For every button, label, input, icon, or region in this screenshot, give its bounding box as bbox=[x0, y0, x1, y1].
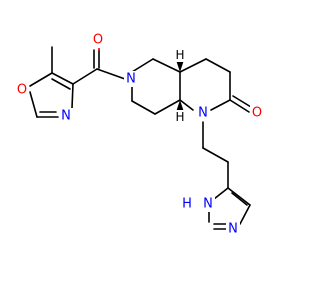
bond-c4-c3 bbox=[205, 58, 231, 73]
stereo-h-lower-label: H bbox=[175, 110, 184, 124]
bond-im-c4-c5 bbox=[227, 187, 251, 206]
bond-carbonyl-ringN bbox=[96, 68, 126, 80]
wedge-upper bbox=[176, 60, 184, 72]
lactam-nitrogen-label: N bbox=[198, 106, 208, 121]
atom-labels: O N O N O N H H H N N bbox=[15, 32, 264, 237]
molecule-canvas: O N O N O N H H H N N bbox=[15, 32, 264, 237]
bond-oxazole-c4-c5-double bbox=[51, 78, 71, 90]
bond-c2-n1 bbox=[210, 99, 231, 111]
bond-n1-c8a bbox=[179, 99, 194, 111]
bond-oxazole-c4-c5 bbox=[51, 72, 74, 85]
imidazole-nh-hydrogen-label: H bbox=[182, 197, 192, 212]
wedge-lower bbox=[176, 100, 184, 112]
bond-oxazole-o1-c2 bbox=[29, 91, 38, 118]
bond-im-c5-n1 bbox=[239, 204, 251, 225]
bond-carbonyl-oxazole bbox=[72, 68, 98, 85]
bond-c8a-c8 bbox=[154, 99, 181, 115]
bond-oxazole-c5-o1 bbox=[29, 72, 53, 87]
bond-c4a-c4 bbox=[179, 58, 207, 73]
oxazole-nitrogen-label: N bbox=[61, 109, 71, 124]
ring-nitrogen-label: N bbox=[126, 72, 136, 87]
lactam-oxygen-label: O bbox=[252, 106, 262, 121]
carbonyl-oxygen-label: O bbox=[93, 33, 103, 48]
molecule-structure: O N O N O N H H H N N bbox=[15, 32, 264, 237]
bond-im-c4-c5-double bbox=[231, 192, 248, 206]
stereo-h-upper-label: H bbox=[175, 48, 184, 62]
bond-c8-c7 bbox=[131, 100, 156, 115]
imidazole-n-label: N bbox=[228, 222, 238, 237]
bond-lactam-co-b bbox=[232, 95, 252, 108]
bond-oxazole-c4-n3 bbox=[71, 83, 74, 109]
bond-im-c4-n3h bbox=[213, 187, 229, 200]
oxazole-oxygen-label: O bbox=[17, 83, 27, 98]
bond-lactam-co-a bbox=[229, 99, 250, 113]
bond-c5-c4a bbox=[152, 58, 181, 73]
bond-n6-c5 bbox=[131, 58, 154, 73]
imidazole-nh-label: N bbox=[203, 197, 213, 212]
bonds bbox=[29, 43, 252, 230]
bond-ch2-ch2 bbox=[202, 147, 229, 163]
